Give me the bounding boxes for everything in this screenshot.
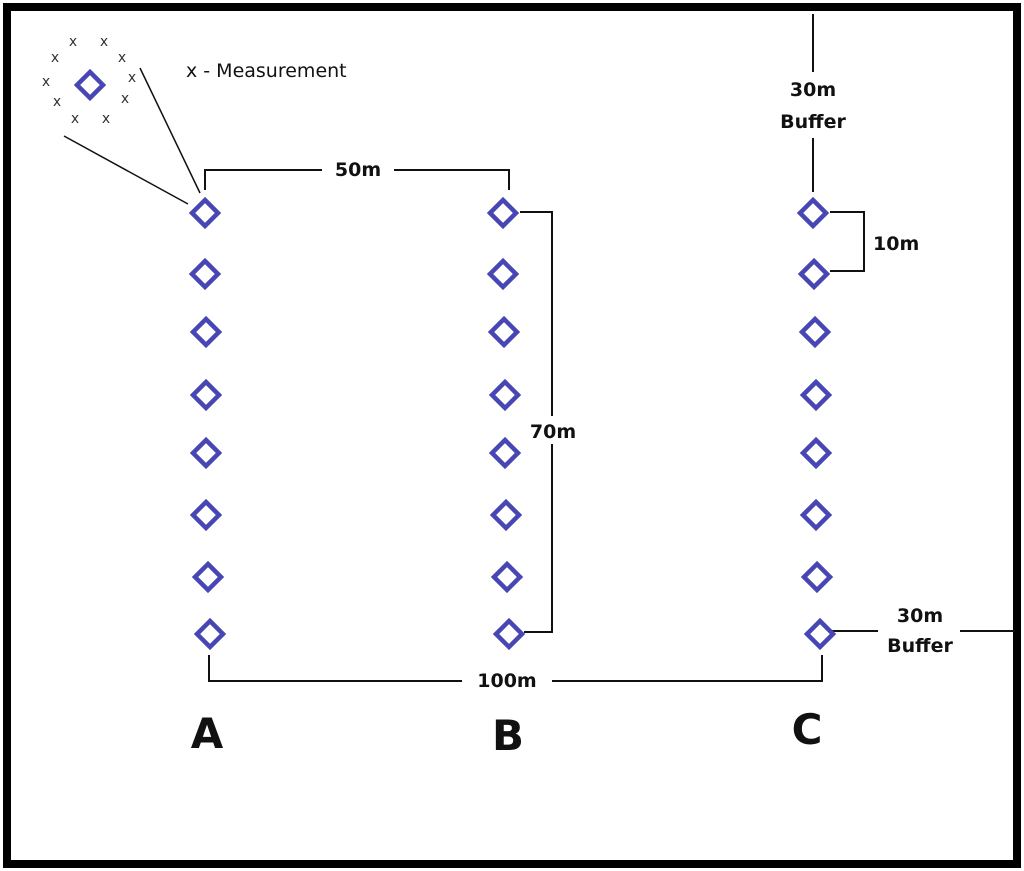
- diamond-icon: [489, 498, 523, 532]
- label-10m: 10m: [873, 233, 919, 255]
- label-bg: [462, 666, 552, 694]
- diamond-icon: [188, 257, 222, 291]
- label-buffer-top-distance: 30m: [790, 79, 836, 101]
- label-50m: 50m: [335, 159, 381, 181]
- label-buffer-right-word: Buffer: [887, 635, 953, 657]
- diamond-icon: [189, 315, 223, 349]
- cross-icon: x: [100, 34, 108, 50]
- diamond-icon: [800, 560, 834, 594]
- label-70m: 70m: [530, 421, 576, 443]
- cross-icon: x: [121, 91, 129, 107]
- inset-leader-line: [63, 135, 189, 205]
- diamond-icon: [188, 196, 222, 230]
- diamond-icon: [490, 560, 524, 594]
- cross-icon: x: [42, 74, 50, 90]
- cross-icon: x: [102, 111, 110, 127]
- diamond-icon: [799, 498, 833, 532]
- label-bg: [524, 416, 582, 444]
- diamond-icon: [189, 498, 223, 532]
- legend-measurement: x - Measurement: [186, 60, 347, 82]
- diamond-icon: [189, 436, 223, 470]
- frame-border: [3, 3, 1021, 868]
- diamond-icon: [486, 196, 520, 230]
- diamond-icon: [73, 68, 107, 102]
- diamond-icon: [486, 257, 520, 291]
- diamond-icon: [189, 378, 223, 412]
- diamond-icon: [803, 617, 837, 651]
- sampling-points: [188, 196, 837, 651]
- diamond-icon: [799, 436, 833, 470]
- label-100m: 100m: [477, 670, 536, 692]
- diamond-icon: [798, 315, 832, 349]
- column-label-b: B: [492, 711, 524, 760]
- cross-icon: x: [51, 50, 59, 66]
- label-buffer-right-distance: 30m: [897, 605, 943, 627]
- inset-leader-line: [139, 67, 201, 194]
- cross-icon: x: [118, 50, 126, 66]
- label-bg: [322, 155, 394, 183]
- label-buffer-top-word: Buffer: [780, 111, 846, 133]
- diamond-icon: [488, 436, 522, 470]
- diamond-icon: [799, 378, 833, 412]
- column-label-c: C: [792, 705, 823, 754]
- diamond-icon: [487, 315, 521, 349]
- diamond-icon: [488, 378, 522, 412]
- cross-icon: x: [71, 111, 79, 127]
- diamond-icon: [492, 617, 526, 651]
- cross-icon: x: [53, 94, 61, 110]
- diamond-icon: [797, 257, 831, 291]
- cross-icon: x: [69, 34, 77, 50]
- cross-icon: x: [128, 70, 136, 86]
- diamond-icon: [796, 196, 830, 230]
- column-label-a: A: [191, 709, 224, 758]
- dimension-line-10m: [830, 211, 865, 272]
- diamond-icon: [193, 617, 227, 651]
- diamond-icon: [191, 560, 225, 594]
